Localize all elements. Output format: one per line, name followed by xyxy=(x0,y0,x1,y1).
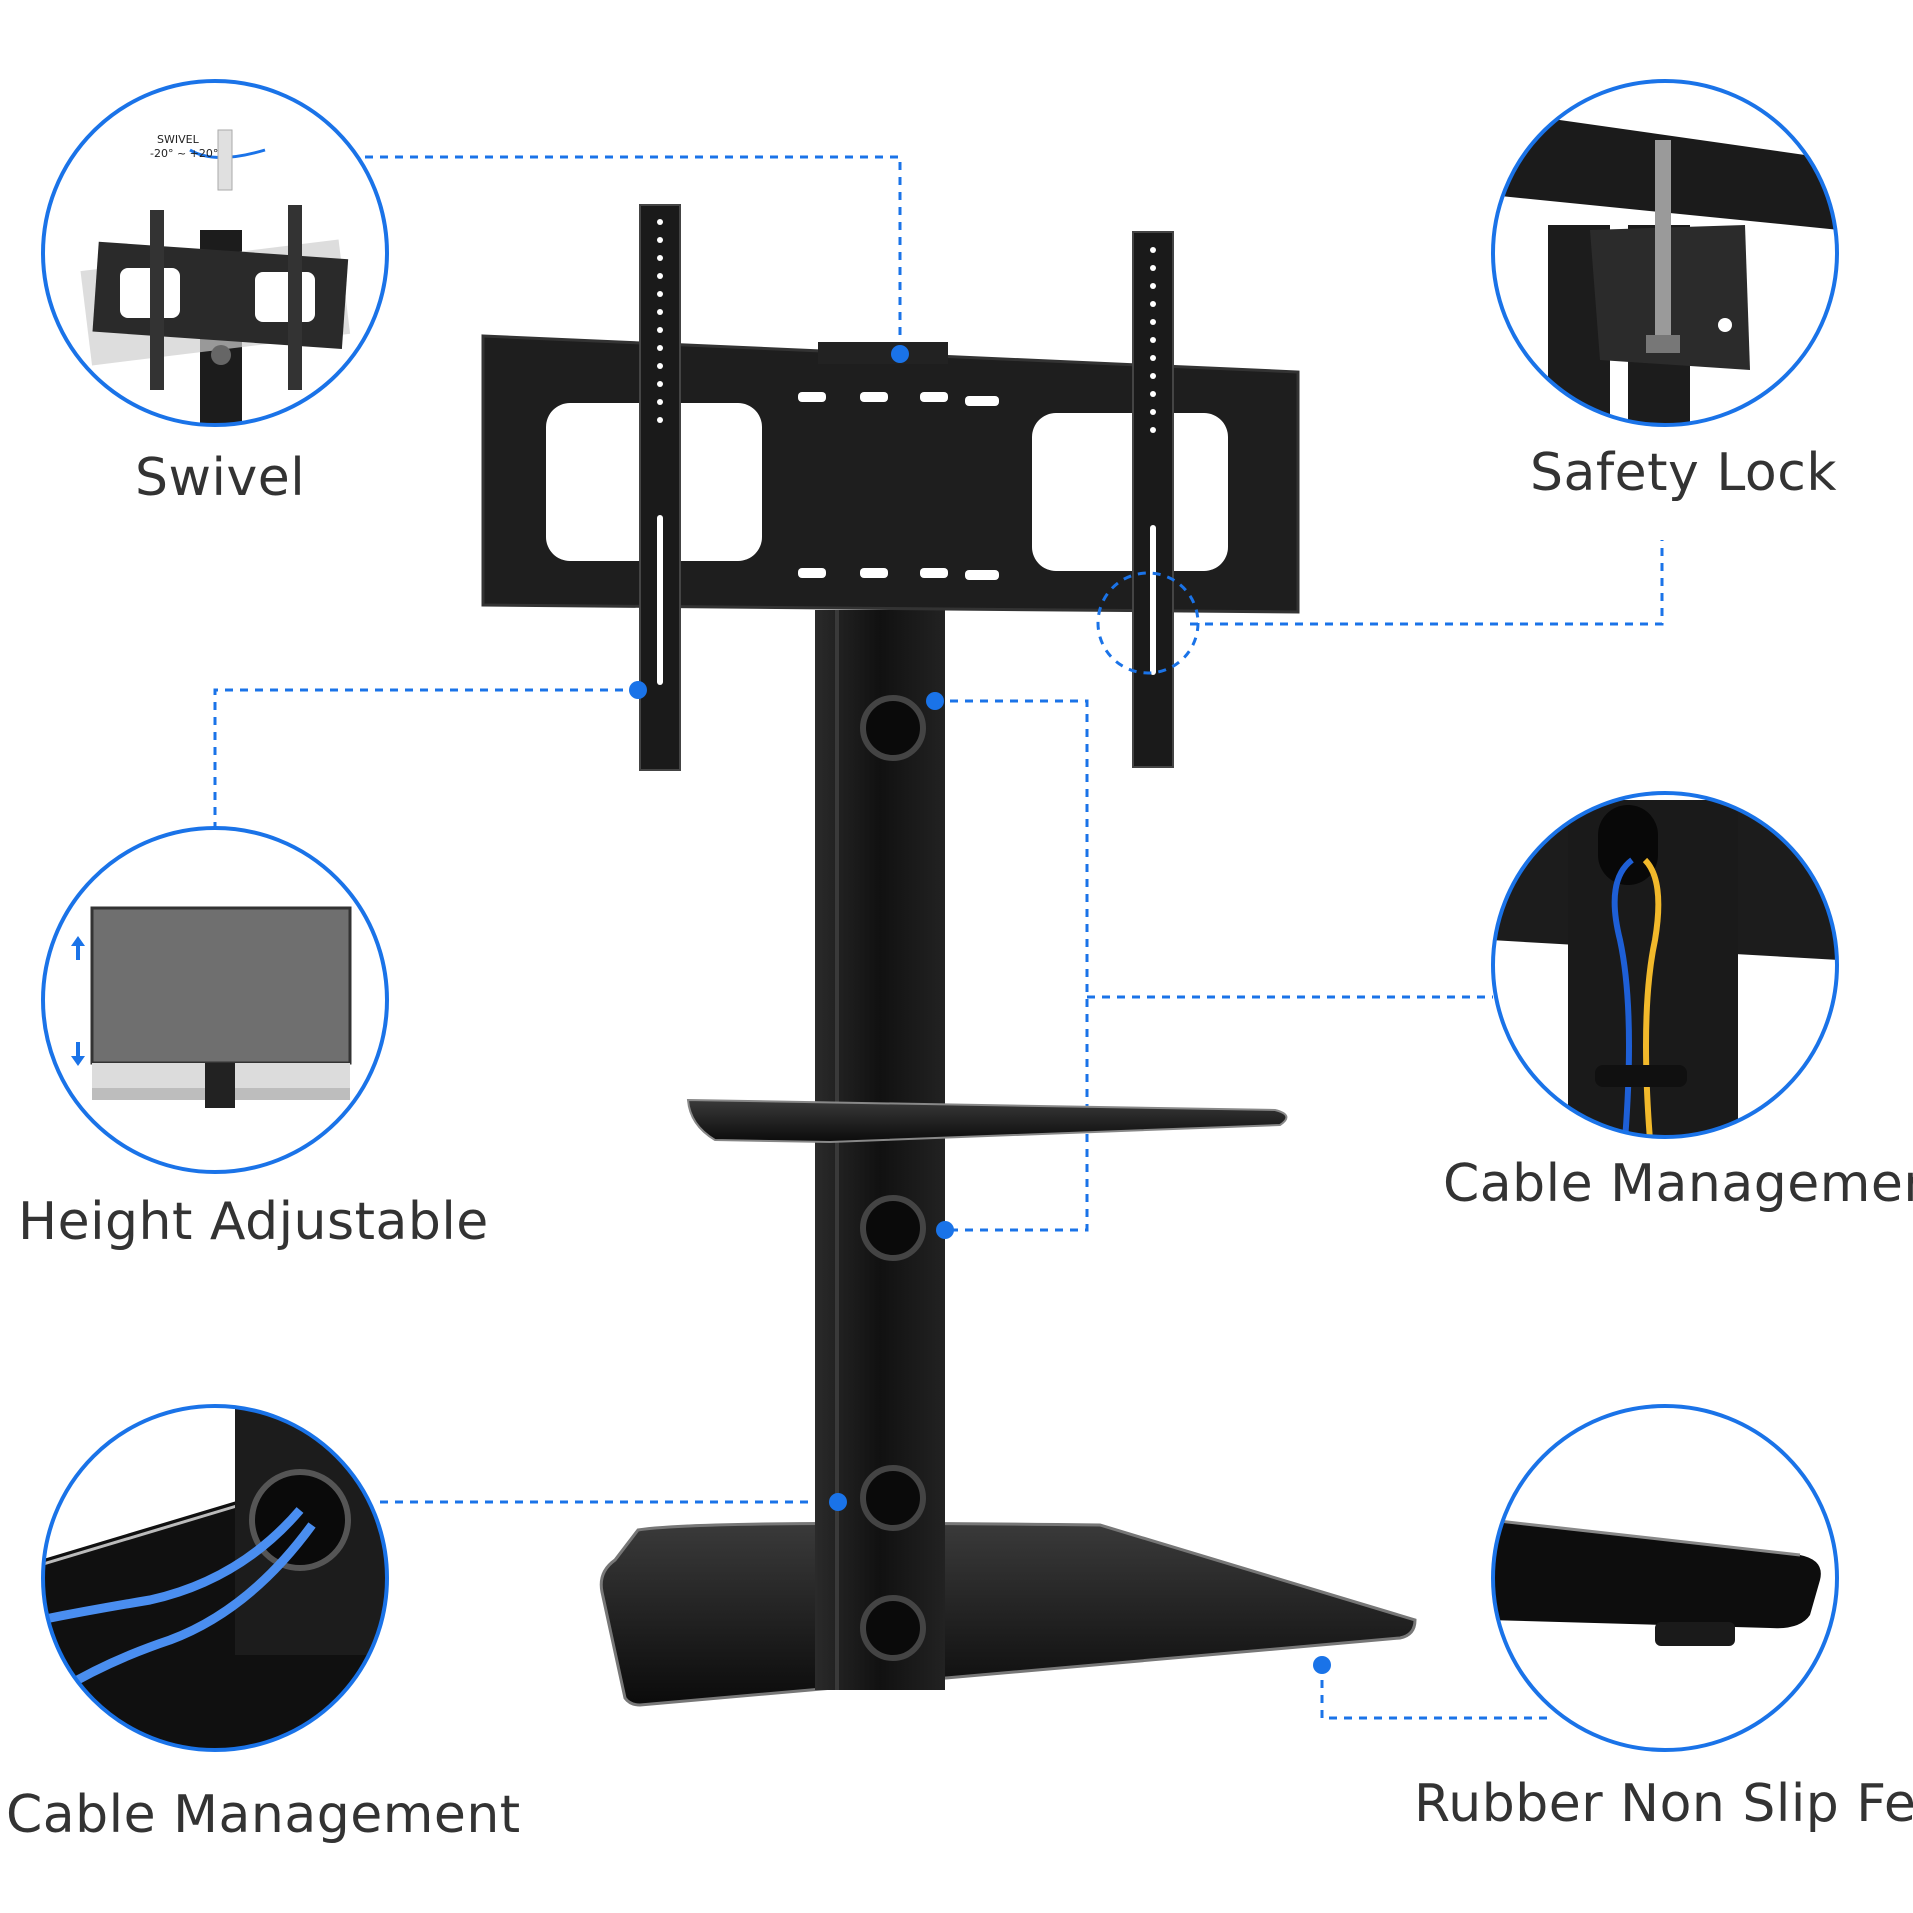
connector-feet xyxy=(1320,1665,1550,1720)
connector-swivel xyxy=(365,155,902,352)
safety-lock-detail-icon xyxy=(1491,79,1839,427)
rubber-feet-detail-icon xyxy=(1491,1404,1839,1752)
vesa-arm-left xyxy=(639,204,681,771)
safety-lock-highlight xyxy=(1096,571,1200,675)
connector-cable-upper xyxy=(935,699,1089,1232)
feature-label-height-adjustable: Height Adjustable xyxy=(18,1192,489,1252)
feature-label-cable-management-right: Cable Management xyxy=(1443,1154,1913,1214)
height-adjust-detail-icon xyxy=(41,826,389,1174)
feature-label-swivel: Swivel xyxy=(135,448,306,508)
anchor-dots xyxy=(629,345,1331,1674)
middle-glass-shelf xyxy=(686,1098,1288,1144)
connector-height xyxy=(213,688,638,828)
swivel-range: -20° ~ +20° xyxy=(150,147,219,160)
base-glass-shelf xyxy=(599,1521,1417,1707)
connector-lines xyxy=(213,155,1664,1720)
tv-stand xyxy=(481,204,1417,1707)
swivel-caption: SWIVEL xyxy=(157,133,199,146)
connector-safety-lock xyxy=(1190,540,1664,626)
feature-label-safety-lock: Safety Lock xyxy=(1530,443,1837,503)
cable-clip-detail-icon xyxy=(1491,791,1839,1139)
feature-label-cable-management-left: Cable Management xyxy=(6,1785,521,1845)
vesa-arm-right xyxy=(1132,231,1174,768)
swivel-detail-icon xyxy=(41,79,389,427)
feature-label-rubber-feet: Rubber Non Slip Feet xyxy=(1414,1774,1913,1834)
plate-window-right xyxy=(1032,413,1228,571)
cable-hole-detail-icon xyxy=(41,1404,389,1752)
pole-holes xyxy=(860,695,926,1661)
